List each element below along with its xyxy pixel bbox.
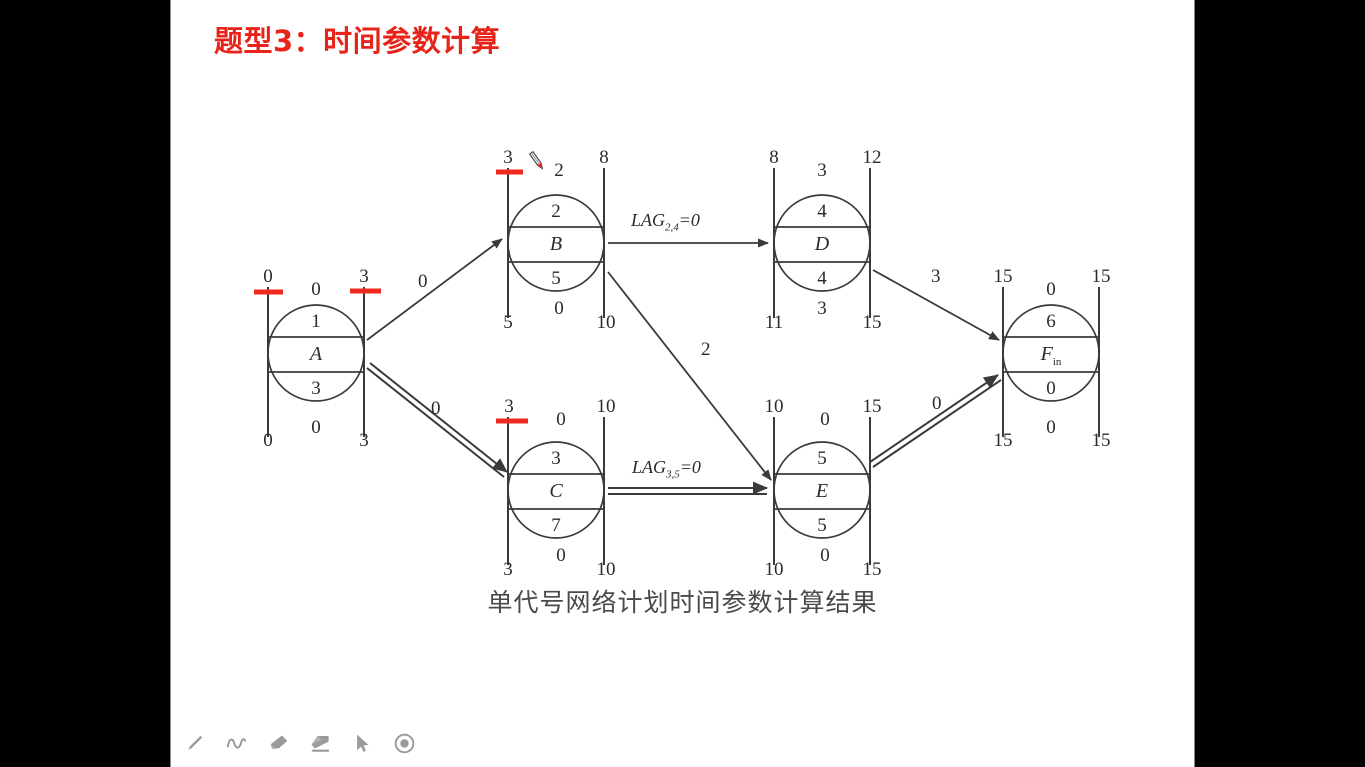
node-e-bottom-center: 0: [820, 545, 830, 566]
red-annotation-marks: [254, 169, 528, 424]
node-d-cell-top: 4: [817, 201, 827, 222]
node-d-bottom-center: 3: [817, 298, 827, 319]
node-c-bottom-right: 10: [596, 559, 616, 580]
node-e-bottom-left: 10: [764, 559, 784, 580]
eraser-icon-svg: [311, 736, 330, 752]
node-fin-cell-bottom: 0: [1046, 378, 1056, 399]
node-d-cell-bottom: 4: [817, 268, 827, 289]
node-d-top-right: 12: [862, 147, 882, 168]
annotation-toolbar[interactable]: [182, 731, 417, 756]
curve-icon-svg: [226, 738, 247, 749]
node-fin-name-subscript: in: [1052, 356, 1062, 368]
record-icon[interactable]: [392, 731, 417, 756]
record-icon-svg: [394, 733, 415, 754]
edge-a-b: [366, 238, 503, 341]
node-fin-top-center: 0: [1046, 279, 1056, 300]
node-fin-name-letter: F: [1040, 343, 1053, 365]
node-fin-top-right: 15: [1091, 266, 1111, 287]
node-b-bottom-center: 0: [554, 298, 564, 319]
pointer-icon-svg: [357, 734, 369, 752]
curve-icon[interactable]: [224, 731, 249, 756]
node-a-bottom-center: 0: [311, 417, 321, 438]
node-a-cell-bottom: 3: [311, 378, 321, 399]
node-fin-top-left: 15: [993, 266, 1013, 287]
node-b-cell-name: B: [549, 233, 563, 255]
edge-a-c-outer: [366, 367, 505, 478]
highlighter-icon-svg: [270, 735, 288, 749]
slide-left-edge: [170, 0, 171, 767]
node-e-top-right: 15: [862, 396, 882, 417]
node-a-top-left: 0: [263, 266, 273, 287]
node-b-cell-bottom: 5: [551, 268, 561, 289]
node-e-top-center: 0: [820, 409, 830, 430]
node-e-cell-top: 5: [817, 448, 827, 469]
node-e-bottom-right: 15: [862, 559, 882, 580]
diagram-vector-layer: [254, 168, 1100, 565]
node-c-top-left: 3: [504, 396, 514, 417]
node-c-cell-bottom: 7: [551, 515, 561, 536]
node-e-top-left: 10: [764, 396, 784, 417]
pencil-icon-svg: [188, 735, 203, 750]
node-a-cell-name: A: [309, 343, 323, 365]
node-d-cell-name: D: [814, 233, 830, 255]
node-c-top-right: 10: [596, 396, 616, 417]
node-c-top-center: 0: [556, 409, 566, 430]
node-d-bottom-right: 15: [862, 312, 882, 333]
highlighter-icon[interactable]: [266, 731, 291, 756]
node-d-top-center: 3: [817, 160, 827, 181]
edge-b-e: [607, 271, 772, 481]
node-e-cell-name: E: [815, 480, 829, 502]
slide-right-edge: [1194, 0, 1195, 767]
node-d-bottom-left: 11: [764, 312, 784, 333]
eraser-icon[interactable]: [308, 731, 333, 756]
node-c-cell-top: 3: [551, 448, 561, 469]
node-b-bottom-right: 10: [596, 312, 616, 333]
node-a-bottom-right: 3: [359, 430, 369, 451]
node-fin-cell-name: Fin: [1026, 343, 1076, 372]
node-b-top-center: 2: [554, 160, 564, 181]
node-a-cell-top: 1: [311, 311, 321, 332]
node-a-top-right: 3: [359, 266, 369, 287]
slide-page: [171, 0, 1194, 767]
node-fin-cell-top: 6: [1046, 311, 1056, 332]
node-fin-bottom-left: 15: [993, 430, 1013, 451]
pointer-icon[interactable]: [350, 731, 375, 756]
edge-e-fin: [869, 374, 999, 463]
node-c-bottom-left: 3: [503, 559, 513, 580]
node-b-bottom-left: 5: [503, 312, 513, 333]
node-c-bottom-center: 0: [556, 545, 566, 566]
edge-a-c: [369, 362, 508, 473]
pencil-icon[interactable]: [182, 731, 207, 756]
node-c-cell-name: C: [549, 480, 563, 502]
node-a-top-center: 0: [311, 279, 321, 300]
node-b-cell-top: 2: [551, 201, 561, 222]
node-a-bottom-left: 0: [263, 430, 273, 451]
node-d-top-left: 8: [769, 147, 779, 168]
pen-cursor-icon[interactable]: [523, 150, 549, 176]
node-fin-bottom-center: 0: [1046, 417, 1056, 438]
node-fin-bottom-right: 15: [1091, 430, 1111, 451]
node-b-top-right: 8: [599, 147, 609, 168]
node-e-cell-bottom: 5: [817, 515, 827, 536]
edge-d-fin: [872, 269, 1000, 341]
node-b-top-left: 3: [503, 147, 513, 168]
edge-e-fin-outer: [872, 379, 1002, 468]
page-title: 题型3：时间参数计算: [214, 24, 501, 58]
network-diagram: 0 0 3 1 A 3 0 0 3 3 2 8 2 B 5 0 5 10: [171, 0, 1194, 767]
diagram-caption: 单代号网络计划时间参数计算结果: [487, 588, 878, 617]
